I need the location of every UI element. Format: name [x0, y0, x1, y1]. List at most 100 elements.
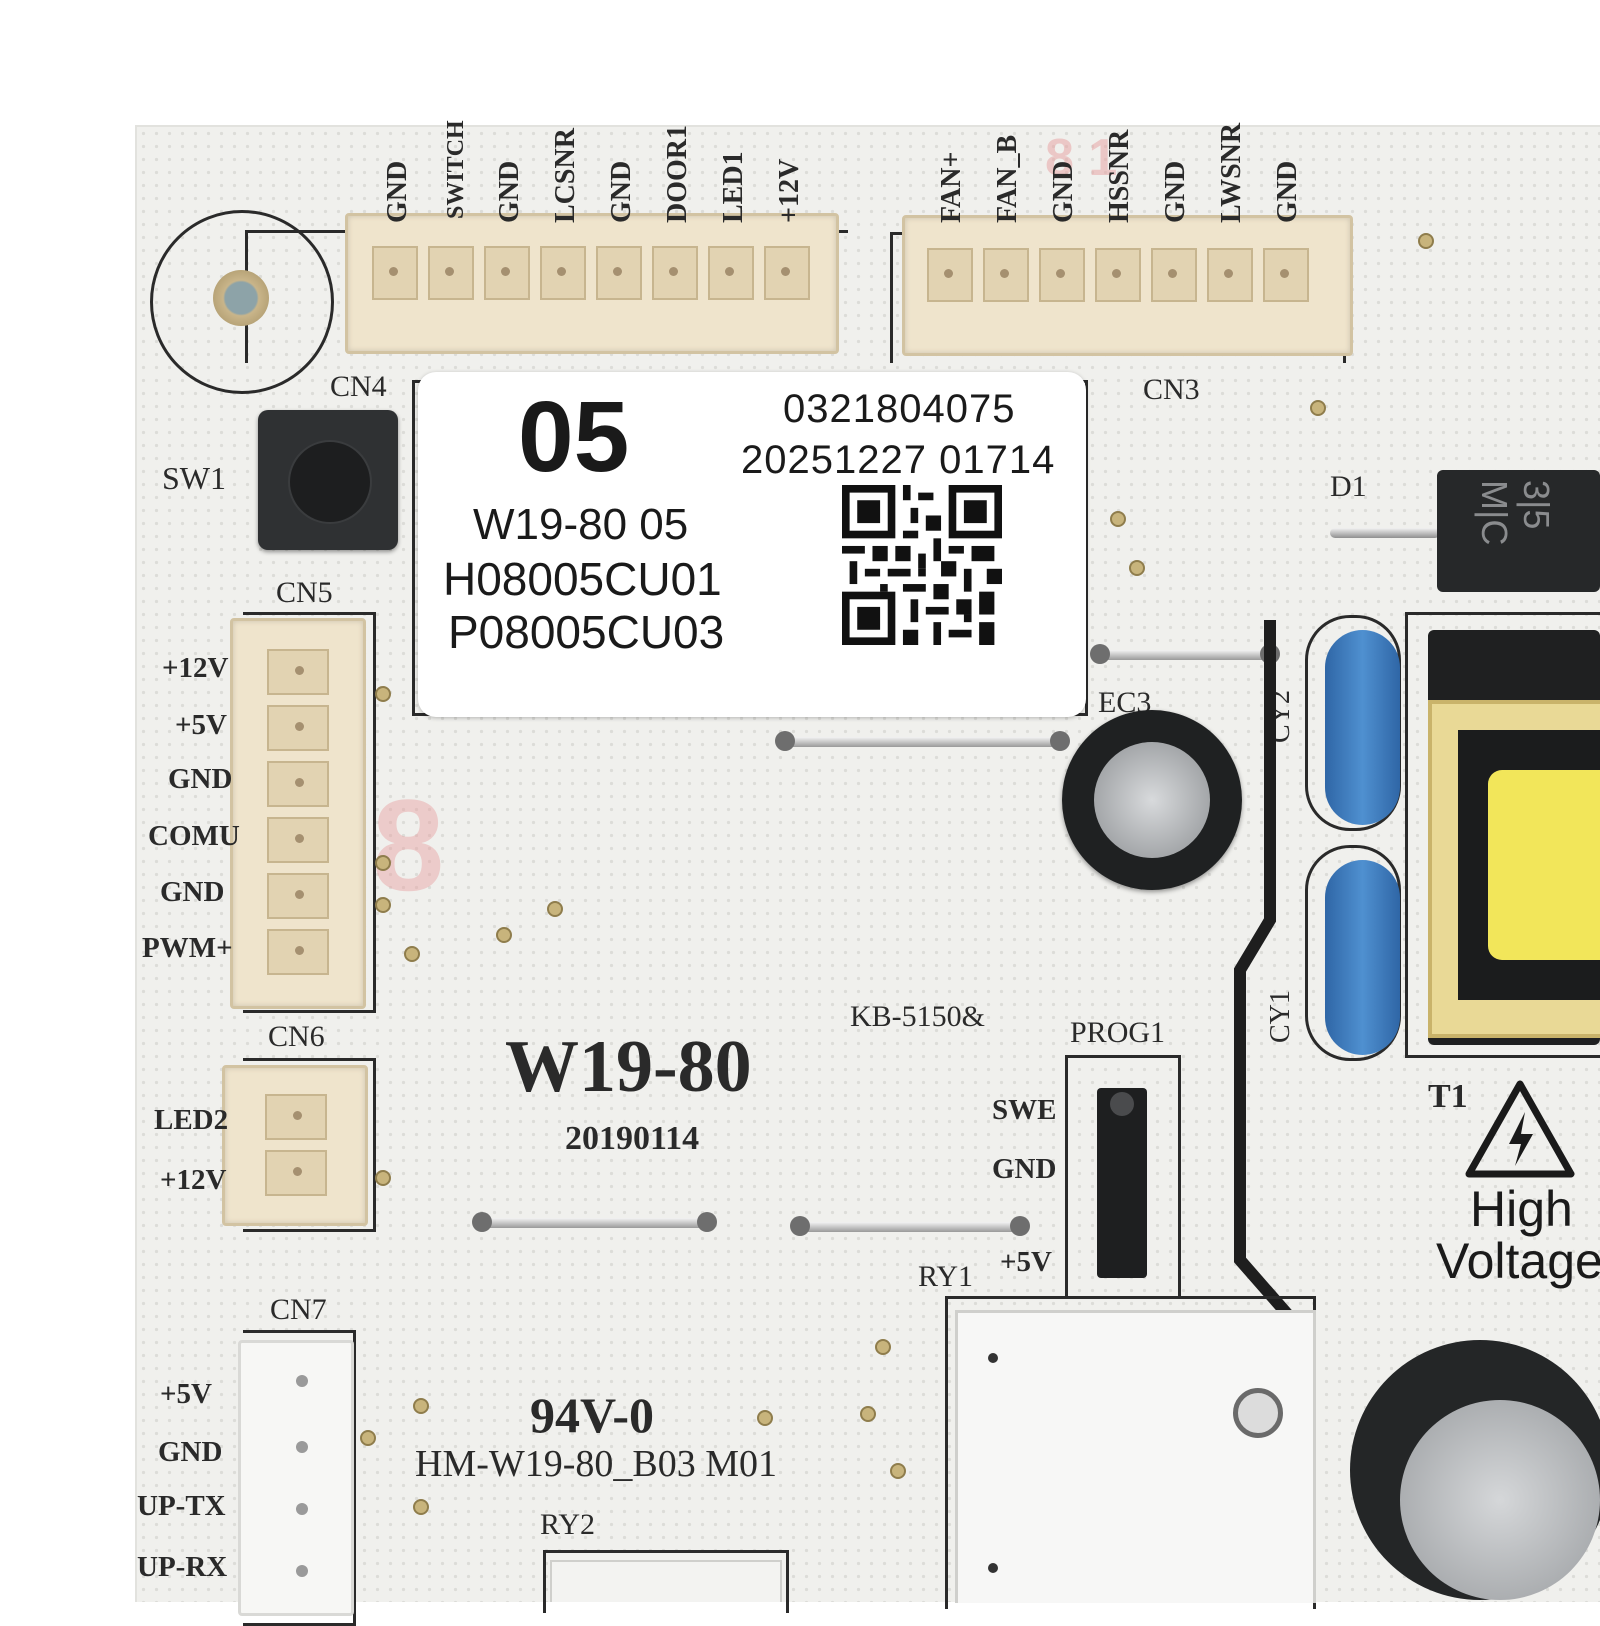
prog1-5v-label: +5V: [1000, 1246, 1052, 1278]
t1-transformer-body: [1428, 630, 1600, 1045]
via: [404, 946, 420, 962]
prog1-pin-top: [1110, 1092, 1134, 1116]
d1-diode: 3|5 M|C: [1437, 470, 1600, 592]
cn4-label: CN4: [330, 370, 387, 403]
t1-label: T1: [1428, 1078, 1468, 1115]
cn5-pin-label: GND: [160, 876, 225, 908]
d1-label: D1: [1330, 470, 1367, 503]
sticker-line3: P08005CU03: [448, 606, 725, 658]
ry1-relay: [955, 1310, 1316, 1603]
cn4-pin: [428, 246, 474, 300]
via: [860, 1406, 876, 1422]
cn5-outline: [243, 612, 376, 1013]
cn3-pin-label: FAN_B: [992, 134, 1023, 223]
cn3-pin: [1095, 248, 1141, 302]
cn7-pin-label: GND: [158, 1436, 223, 1468]
high-voltage-text-2: Voltage: [1436, 1233, 1600, 1289]
via: [413, 1499, 429, 1515]
via: [757, 1410, 773, 1426]
cn5-connector[interactable]: [230, 618, 366, 1009]
kb-label: KB-5150&: [850, 1000, 985, 1033]
prog1-header[interactable]: [1097, 1088, 1147, 1278]
cn4-pin-label: DOOR1: [662, 125, 693, 223]
cn3-label: CN3: [1143, 373, 1200, 406]
cn3-pin: [1263, 248, 1309, 302]
via: [1418, 233, 1434, 249]
prog1-swe-label: SWE: [992, 1094, 1057, 1126]
sticker-serial: 0321804075: [783, 387, 1016, 431]
cn7-pin: [296, 1565, 308, 1577]
cn5-pin-label: +5V: [175, 709, 227, 741]
qr-code: [842, 485, 1002, 645]
cn3-pin-label: GND: [1272, 160, 1303, 223]
cn5-pin-label: +12V: [162, 652, 229, 684]
cn7-pin: [296, 1375, 308, 1387]
cn7-pin: [296, 1503, 308, 1515]
cn4-pin: [540, 246, 586, 300]
cn6-outline: [243, 1058, 376, 1232]
cn3-pin: [983, 248, 1029, 302]
part-number: HM-W19-80_B03 M01: [415, 1443, 778, 1485]
sw1-tactile-switch[interactable]: [258, 410, 398, 550]
via: [1110, 511, 1126, 527]
via: [1129, 560, 1145, 576]
sw1-button-cap[interactable]: [288, 440, 372, 524]
cn5-pin: [267, 705, 329, 751]
sticker-line2: H08005CU01: [443, 553, 722, 605]
cn7-label: CN7: [270, 1293, 327, 1326]
mounting-screw: [213, 270, 269, 326]
cn3-pin: [927, 248, 973, 302]
ry1-pin: [988, 1563, 998, 1573]
t1-outline: [1405, 612, 1600, 1058]
cy2-capacitor: [1325, 630, 1400, 825]
cn6-pin-label: +12V: [160, 1164, 227, 1196]
cn4-pin-label: +12V: [774, 158, 805, 223]
cn4-connector[interactable]: [345, 213, 839, 354]
cn4-pin: [596, 246, 642, 300]
ry1-label: RY1: [918, 1260, 974, 1293]
cn5-pin-label: COMU: [148, 820, 240, 852]
bulk-capacitor: [1350, 1340, 1600, 1600]
sticker-line1: W19-80 05: [473, 500, 689, 549]
cn5-pin-label: GND: [168, 763, 233, 795]
cn3-pin-label: GND: [1160, 160, 1191, 223]
sticker-big-number: 05: [518, 381, 630, 493]
cn6-pin: [265, 1150, 327, 1196]
sw1-label: SW1: [162, 460, 226, 496]
d1-lead: [1330, 528, 1440, 538]
cn3-pin: [1207, 248, 1253, 302]
cn5-pin: [267, 817, 329, 863]
cn3-pin-label: LWSNR: [1216, 122, 1247, 223]
cn5-pin-label: PWM+: [142, 932, 233, 964]
cn6-connector[interactable]: [222, 1065, 368, 1226]
cn7-connector[interactable]: [238, 1340, 354, 1616]
red-stamp-mark: 8 1: [1045, 129, 1118, 187]
cn3-connector[interactable]: [902, 215, 1353, 356]
cn4-pin-label: GND: [382, 160, 413, 223]
via: [375, 686, 391, 702]
bulk-capacitor-top: [1400, 1400, 1600, 1600]
cn3-pin: [1151, 248, 1197, 302]
cn3-pin-label: GND: [1048, 160, 1079, 223]
prog1-outline: [1065, 1055, 1181, 1298]
id-sticker: 05 0321804075 20251227 01714 W19-80 05 H…: [418, 372, 1086, 717]
cn6-pin: [265, 1094, 327, 1140]
ry1-pin: [988, 1353, 998, 1363]
mounting-hole: [150, 210, 334, 394]
cn5-pin: [267, 873, 329, 919]
jumper-wire: [472, 1212, 717, 1232]
cn4-pin: [764, 246, 810, 300]
jumper-wire: [790, 1216, 1030, 1236]
ry2-label: RY2: [540, 1508, 596, 1541]
via: [496, 927, 512, 943]
cn7-pin-label: UP-TX: [137, 1490, 226, 1522]
sticker-date-code: 20251227 01714: [741, 438, 1056, 482]
via: [875, 1339, 891, 1355]
prog1-gnd-label: GND: [992, 1153, 1057, 1185]
cy1-capacitor: [1325, 860, 1400, 1055]
cn4-pin-label: GND: [494, 160, 525, 223]
cn6-label: CN6: [268, 1020, 325, 1053]
board-date: 20190114: [565, 1120, 700, 1157]
via: [1310, 400, 1326, 416]
ry2-outline: [543, 1550, 789, 1613]
